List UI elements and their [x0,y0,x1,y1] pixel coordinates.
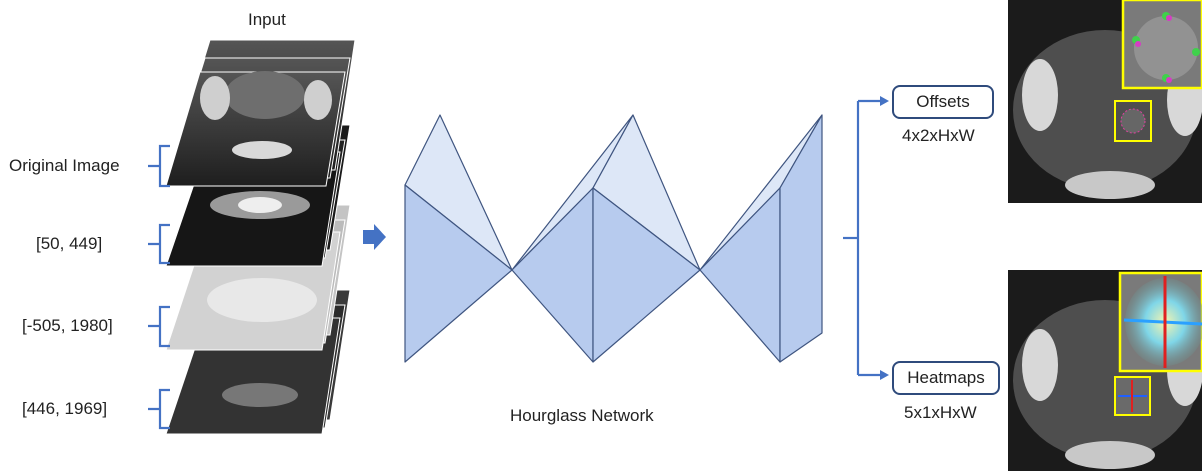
hourglass-face-3-bottom [592,187,701,363]
output-branches [843,99,880,377]
bracket-446-1969 [148,388,170,430]
heatmaps-arrow-icon [880,370,889,380]
input-arrow-icon [363,224,386,250]
heatmaps-shape-label: 5x1xHxW [904,403,977,422]
heatmaps-ct-image [1008,270,1202,471]
hourglass-network [404,114,823,363]
hourglass-face-4-side [779,114,823,363]
offsets-ct-image [1008,0,1202,203]
offsets-shape-label: 4x2xHxW [902,126,975,145]
offsets-output-box: Offsets [892,85,994,119]
heatmaps-output-box: Heatmaps [892,361,1000,395]
bracket-original [148,144,170,188]
offsets-arrow-icon [880,96,889,106]
slice-group-1 [165,39,356,187]
hourglass-face-1-bottom [404,184,513,363]
window-label-505-1980: [-505, 1980] [22,316,113,335]
bracket-505-1980 [148,305,170,348]
heatmaps-output-label: Heatmaps [907,368,985,387]
offsets-output-label: Offsets [916,92,970,111]
window-label-446-1969: [446, 1969] [22,399,108,418]
input-title: Input [248,10,286,29]
network-label: Hourglass Network [510,406,654,425]
window-label-original-image: Original Image [9,156,120,175]
window-brackets [148,144,170,430]
window-label-50-449: [50, 449] [36,234,103,253]
hourglass-face-2-front [511,187,594,363]
input-slice-stack [165,39,356,435]
bracket-50-449 [148,223,170,265]
hourglass-face-4-front [699,187,781,363]
